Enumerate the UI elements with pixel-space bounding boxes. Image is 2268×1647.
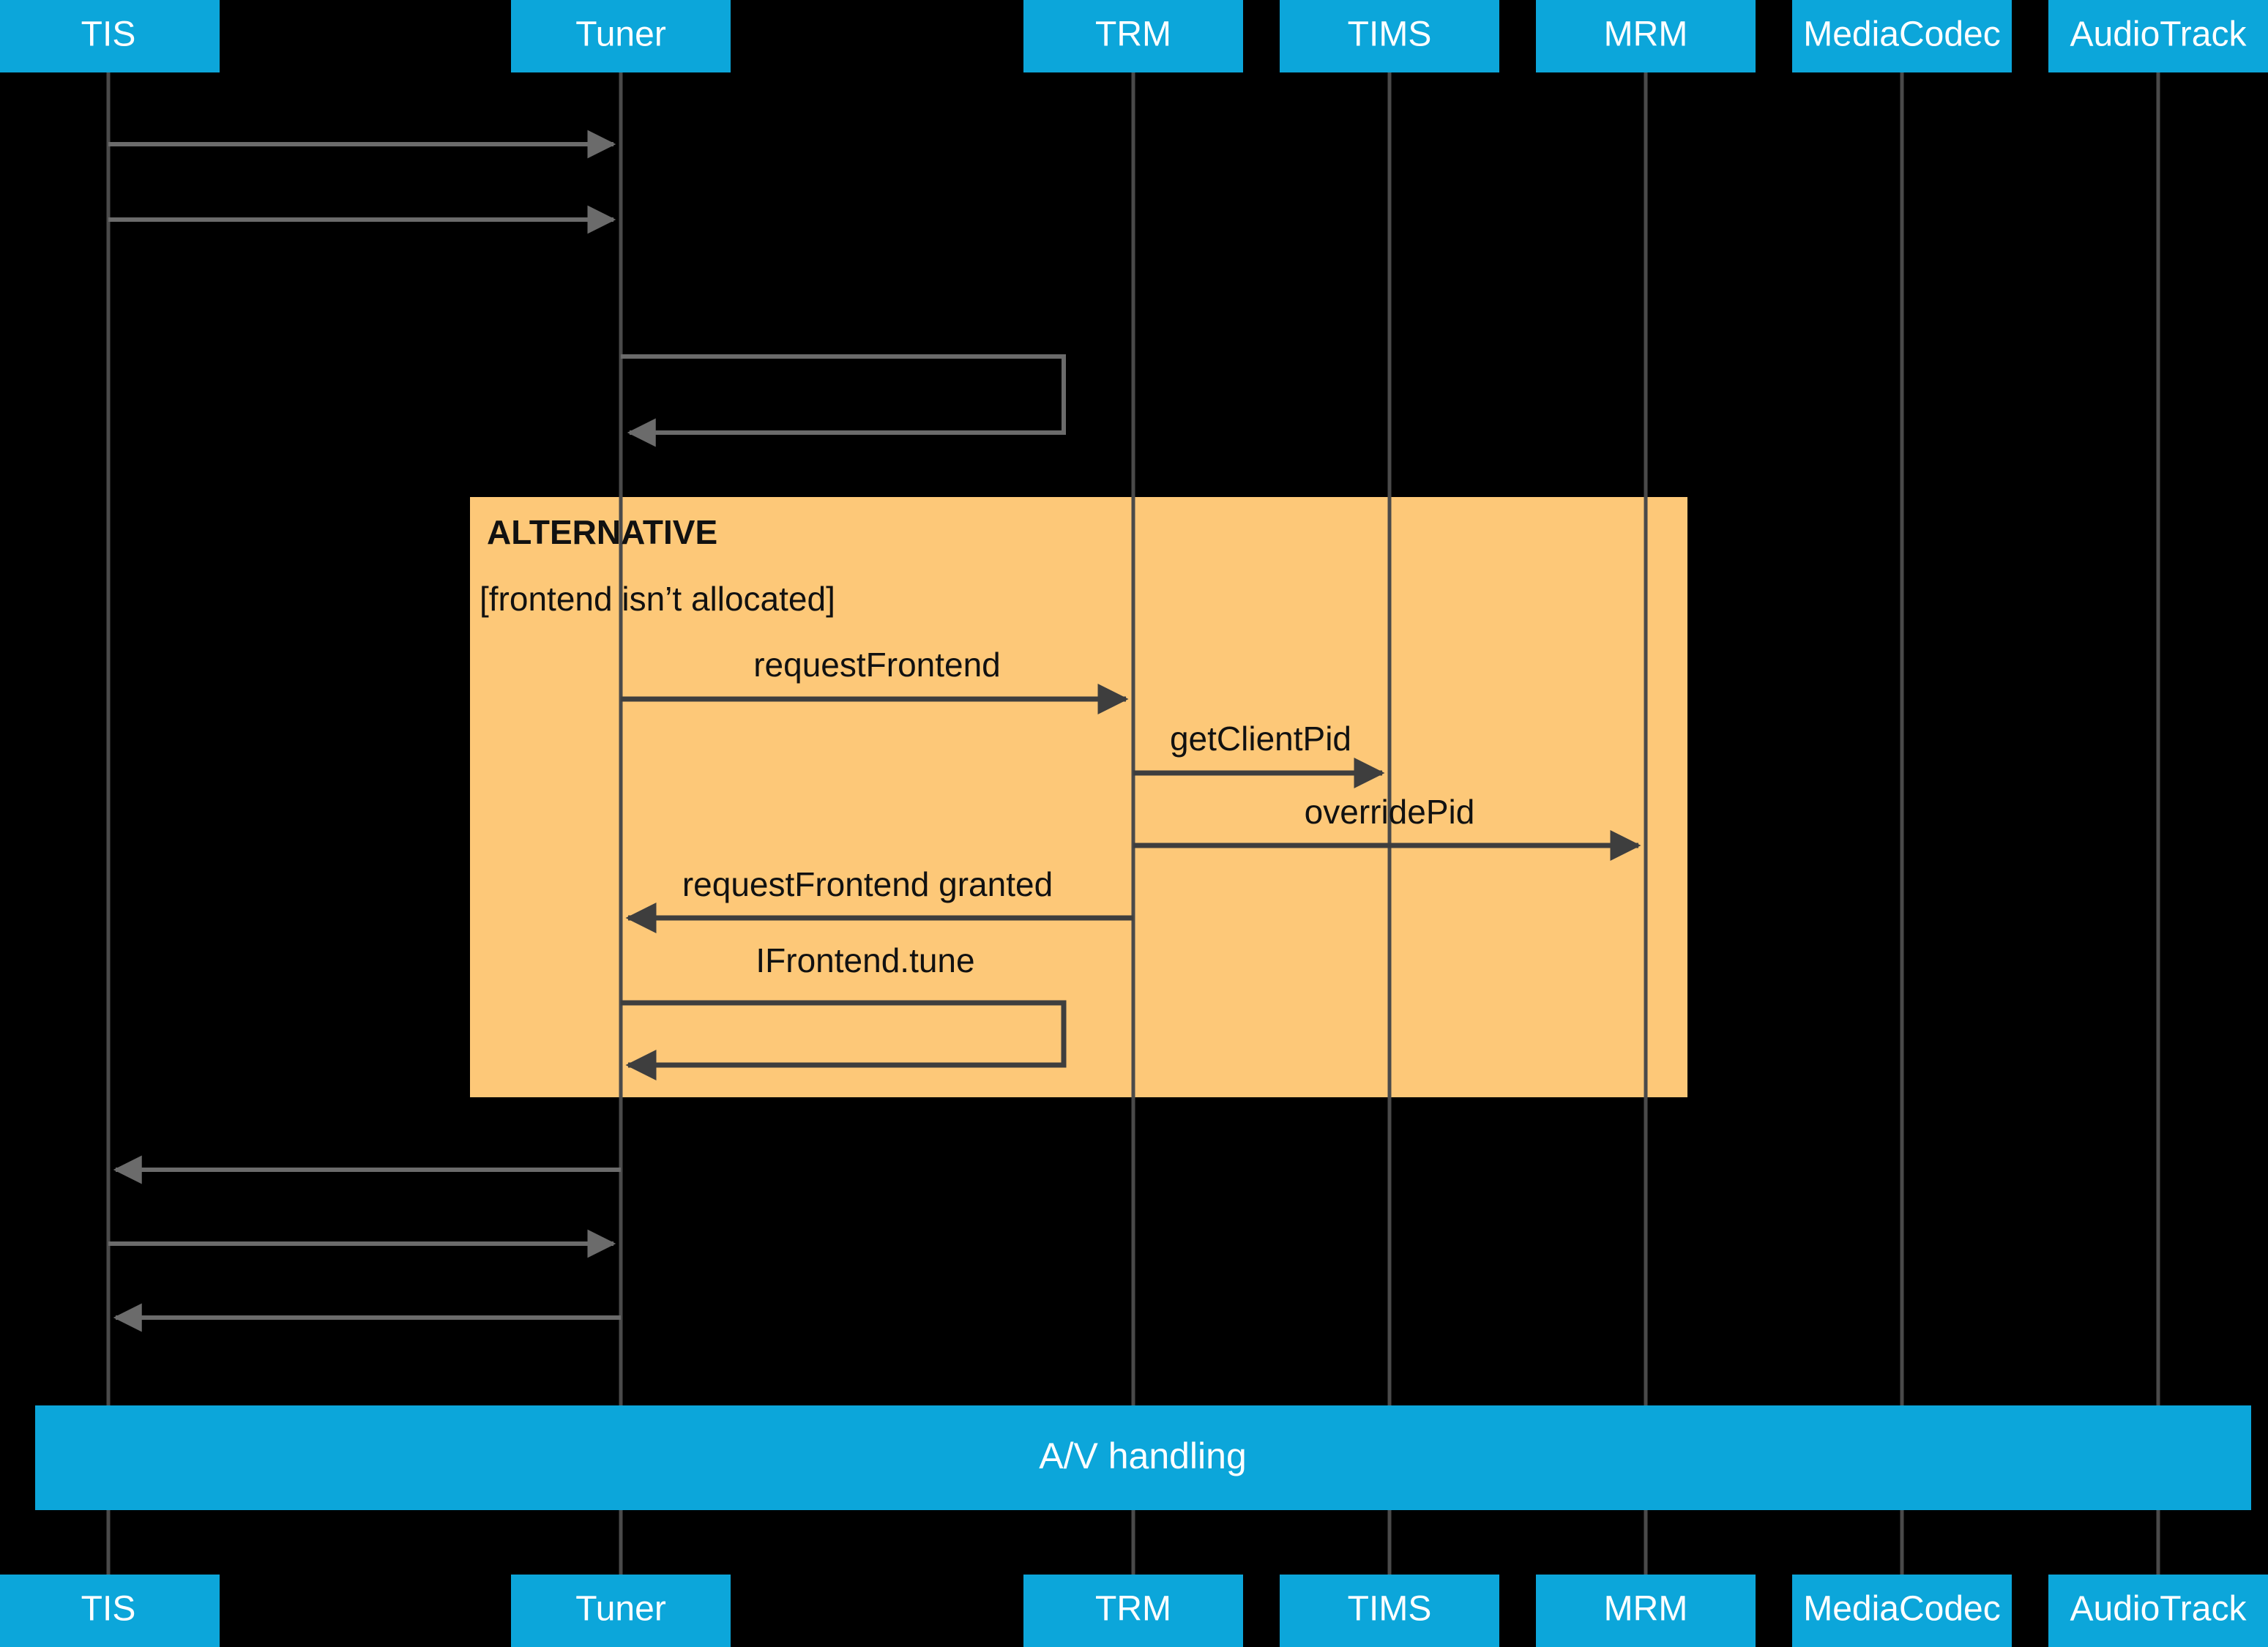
actor-box-tims[interactable] — [1280, 0, 1499, 72]
actor-footer-box-mrm[interactable] — [1536, 1575, 1756, 1647]
actor-header-mediacodec[interactable]: MediaCodec — [1792, 0, 2012, 72]
actor-header-tims[interactable]: TIMS — [1280, 0, 1499, 72]
actor-footer-box-trm[interactable] — [1023, 1575, 1243, 1647]
actor-box-tis[interactable] — [0, 0, 220, 72]
band-av-handling: A/V handling — [35, 1405, 2251, 1510]
actor-box-tuner[interactable] — [511, 0, 731, 72]
actor-footer-label-mrm: MRM — [1604, 1590, 1688, 1629]
message-label-f3: overridePid — [1305, 793, 1475, 831]
actor-footer-audiotrack[interactable]: AudioTrack — [2048, 1575, 2268, 1647]
actor-footer-label-tis: TIS — [81, 1590, 136, 1629]
actor-header-tuner[interactable]: Tuner — [511, 0, 731, 72]
actor-footer-box-tuner[interactable] — [511, 1575, 731, 1647]
actor-box-mrm[interactable] — [1536, 0, 1756, 72]
actor-label-mrm: MRM — [1604, 15, 1688, 54]
actor-footer-mediacodec[interactable]: MediaCodec — [1792, 1575, 2012, 1647]
actor-label-tims: TIMS — [1348, 15, 1432, 54]
actor-box-trm[interactable] — [1023, 0, 1243, 72]
actor-label-audiotrack: AudioTrack — [2070, 15, 2248, 54]
self-message-loop-fs1 — [621, 1000, 1067, 1080]
band-background — [35, 1405, 2251, 1510]
messages-inside-fragment: requestFrontend getClientPid overridePid… — [621, 646, 1641, 1080]
actor-footer-tims[interactable]: TIMS — [1280, 1575, 1499, 1647]
actor-footer-box-mediacodec[interactable] — [1792, 1575, 2012, 1647]
actor-label-tis: TIS — [81, 15, 136, 54]
actor-label-trm: TRM — [1095, 15, 1171, 54]
actor-headers: TIS Tuner TRM TIMS MRM MediaCodec — [0, 0, 2268, 72]
actor-box-mediacodec[interactable] — [1792, 0, 2012, 72]
actor-header-mrm[interactable]: MRM — [1536, 0, 1756, 72]
self-message-tuner-outside — [621, 354, 1066, 447]
actor-footer-box-audiotrack[interactable] — [2048, 1575, 2268, 1647]
actor-footer-label-mediacodec: MediaCodec — [1803, 1590, 2000, 1629]
actor-footer-trm[interactable]: TRM — [1023, 1575, 1243, 1647]
message-label-f4: requestFrontend granted — [682, 865, 1053, 903]
fragment-guard: [frontend isn’t allocated] — [480, 580, 835, 618]
actor-header-trm[interactable]: TRM — [1023, 0, 1243, 72]
actor-box-audiotrack[interactable] — [2048, 0, 2268, 72]
actor-footer-tuner[interactable]: Tuner — [511, 1575, 731, 1647]
actor-footer-tis[interactable]: TIS — [0, 1575, 220, 1647]
message-label-f1: requestFrontend — [753, 646, 1001, 684]
messages-outside-fragment — [108, 130, 621, 1332]
actor-footer-label-audiotrack: AudioTrack — [2070, 1590, 2248, 1629]
actor-footer-label-tims: TIMS — [1348, 1590, 1432, 1629]
band-label: A/V handling — [1039, 1435, 1247, 1476]
message-label-f2: getClientPid — [1170, 720, 1351, 758]
actor-header-tis[interactable]: TIS — [0, 0, 220, 72]
actor-footer-box-tims[interactable] — [1280, 1575, 1499, 1647]
message-label-fs1: IFrontend.tune — [756, 941, 974, 979]
fragment-background — [470, 497, 1687, 1097]
fragment-title: ALTERNATIVE — [487, 513, 717, 551]
actor-label-tuner: Tuner — [575, 15, 666, 54]
combined-fragment-alternative: ALTERNATIVE [frontend isn’t allocated] — [470, 497, 1687, 1097]
actor-footer-box-tis[interactable] — [0, 1575, 220, 1647]
self-message-loop-s1 — [621, 354, 1066, 447]
actor-label-mediacodec: MediaCodec — [1803, 15, 2000, 54]
actor-footers: TIS Tuner TRM TIMS MRM MediaCodec — [0, 1575, 2268, 1647]
actor-footer-mrm[interactable]: MRM — [1536, 1575, 1756, 1647]
actor-footer-label-trm: TRM — [1095, 1590, 1171, 1629]
actor-footer-label-tuner: Tuner — [575, 1590, 666, 1629]
actor-header-audiotrack[interactable]: AudioTrack — [2048, 0, 2268, 72]
